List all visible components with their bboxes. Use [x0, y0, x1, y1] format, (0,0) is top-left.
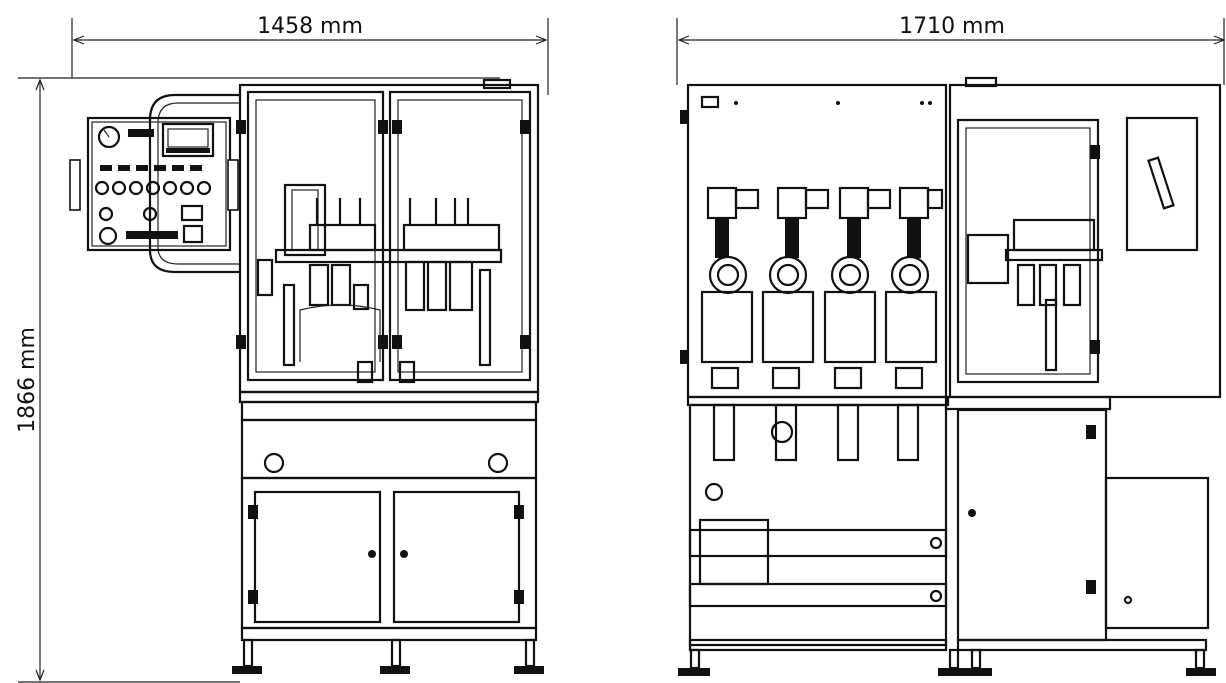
- dosing-valves: [700, 186, 944, 390]
- nozzles: [704, 403, 920, 502]
- dimension-side-width: 1710 mm: [676, 14, 1226, 85]
- front-view: [69, 78, 544, 674]
- side-view: [678, 76, 1222, 676]
- valve: [884, 186, 944, 390]
- valve: [700, 186, 760, 390]
- display-screen: [161, 122, 215, 158]
- filling-heads-side: [966, 218, 1104, 372]
- filling-heads-front: [256, 183, 503, 384]
- valve: [823, 186, 892, 390]
- dimension-height: 1866 mm: [15, 77, 500, 683]
- side-width-label: 1710 mm: [899, 14, 1005, 39]
- front-width-label: 1458 mm: [257, 14, 363, 39]
- control-panel: [69, 116, 239, 252]
- button-row: [94, 180, 212, 196]
- height-label: 1866 mm: [15, 327, 40, 433]
- gauge-icon: [97, 125, 121, 149]
- valve: [761, 186, 830, 390]
- dimension-front-width: 1458 mm: [71, 14, 549, 95]
